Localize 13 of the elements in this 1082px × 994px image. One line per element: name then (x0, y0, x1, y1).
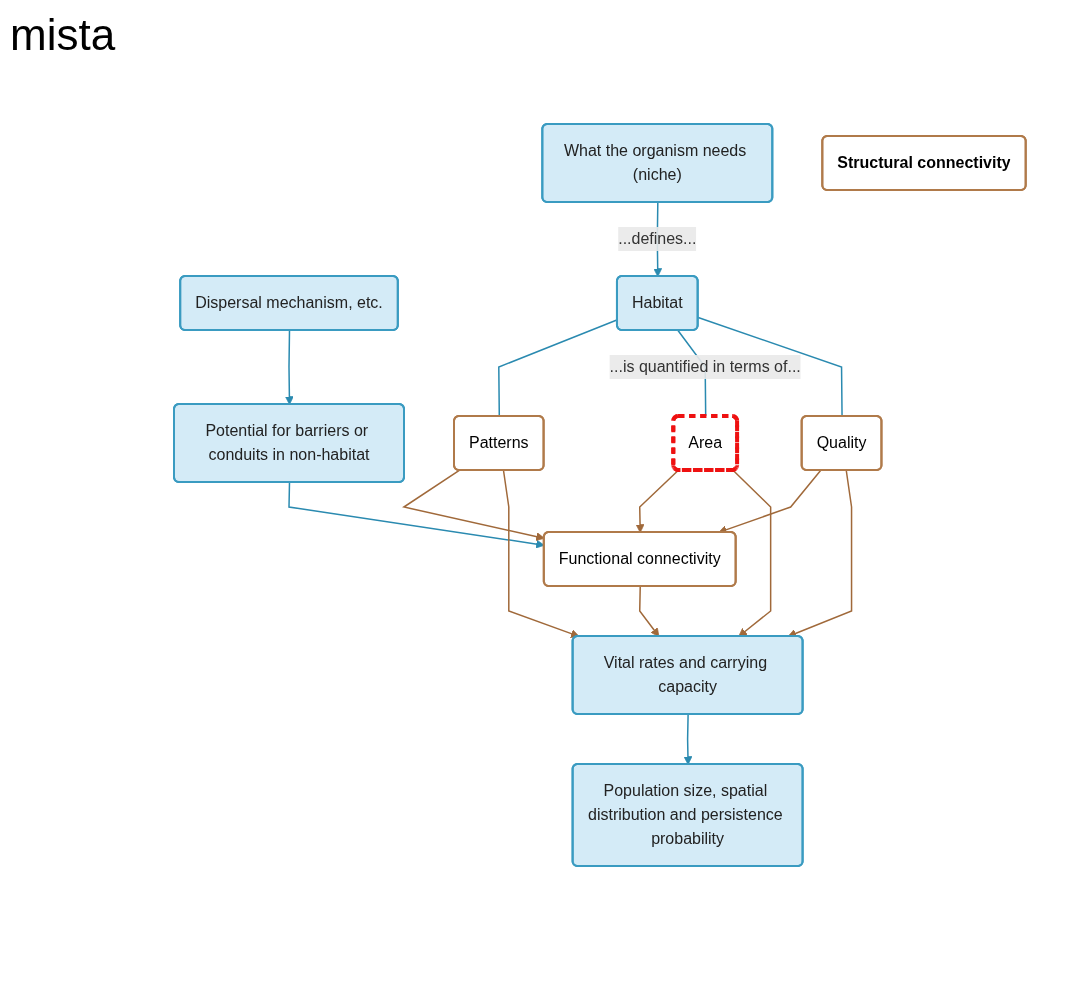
arrow (402, 469, 545, 541)
edge-label: ...defines... (618, 230, 697, 247)
arrow (732, 469, 772, 637)
connector (697, 316, 843, 418)
arrow (683, 713, 693, 765)
arrow (787, 469, 853, 638)
arrow (502, 469, 580, 638)
arrow (635, 469, 680, 533)
arrow (639, 585, 660, 637)
arrow (285, 329, 294, 405)
partial-heading-text: mista (10, 10, 116, 60)
edge-label: ...is quantified in terms of... (609, 358, 801, 375)
arrow (718, 469, 822, 534)
